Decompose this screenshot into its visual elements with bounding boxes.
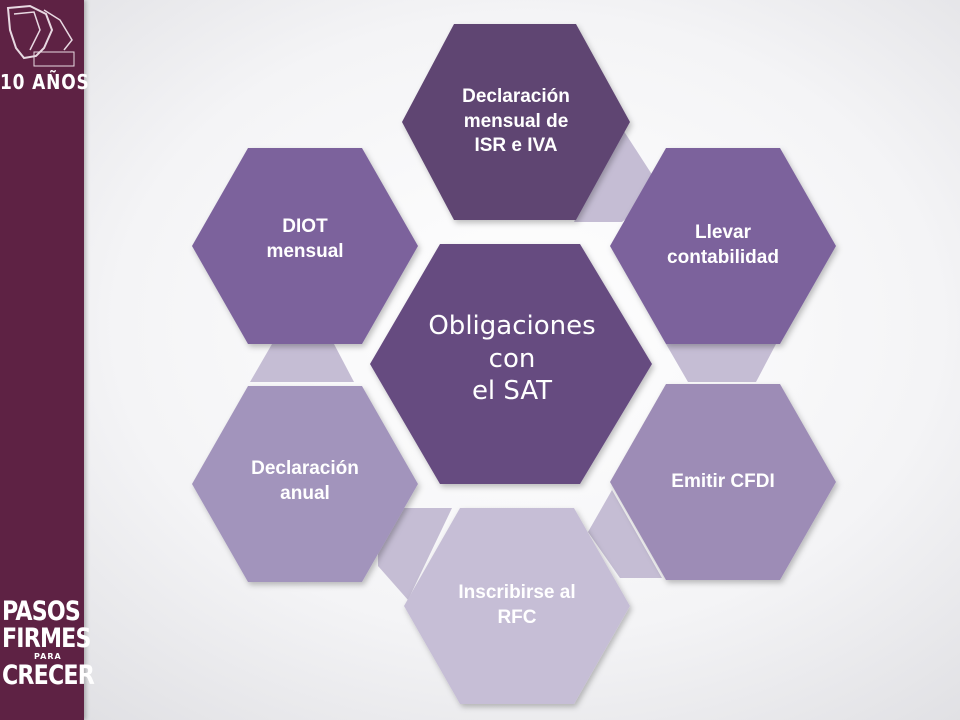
connector-right bbox=[666, 344, 776, 382]
hex-declaracion-anual bbox=[192, 386, 418, 582]
slogan-line-1: PASOS bbox=[2, 596, 81, 627]
connectors bbox=[250, 122, 776, 600]
label-llevar-contabilidad: Llevar contabilidad bbox=[667, 222, 779, 268]
connector-left bbox=[250, 344, 354, 382]
emblem-logo: 10 AÑOS bbox=[0, 0, 89, 100]
label-emitir-cfdi: Emitir CFDI bbox=[671, 470, 775, 492]
slogan-line-3: PARA bbox=[34, 652, 62, 661]
hex-inscribirse-rfc bbox=[404, 508, 630, 704]
hex-emitir-cfdi bbox=[610, 384, 836, 580]
label-declaracion-anual: Declaración anual bbox=[251, 458, 359, 504]
label-diot-mensual: DIOT mensual bbox=[266, 216, 344, 262]
sidebar-brand-strip: 10 AÑOS PASOS FIRMES PARA CRECER bbox=[0, 0, 95, 720]
emblem-icon bbox=[6, 4, 75, 67]
connector-bottom-right bbox=[588, 490, 662, 578]
hex-center-obligaciones bbox=[370, 244, 652, 484]
slogan: PASOS FIRMES PARA CRECER bbox=[0, 596, 95, 689]
connector-bottom-left bbox=[378, 508, 452, 600]
center-label: Obligaciones con el SAT bbox=[428, 311, 596, 407]
hex-diot-mensual bbox=[192, 148, 418, 344]
hex-declaracion-mensual bbox=[402, 24, 630, 220]
hex-llevar-contabilidad bbox=[610, 148, 836, 344]
label-declaracion-mensual: Declaración mensual de ISR e IVA bbox=[462, 85, 570, 157]
label-inscribirse-rfc: Inscribirse al RFC bbox=[458, 582, 576, 628]
